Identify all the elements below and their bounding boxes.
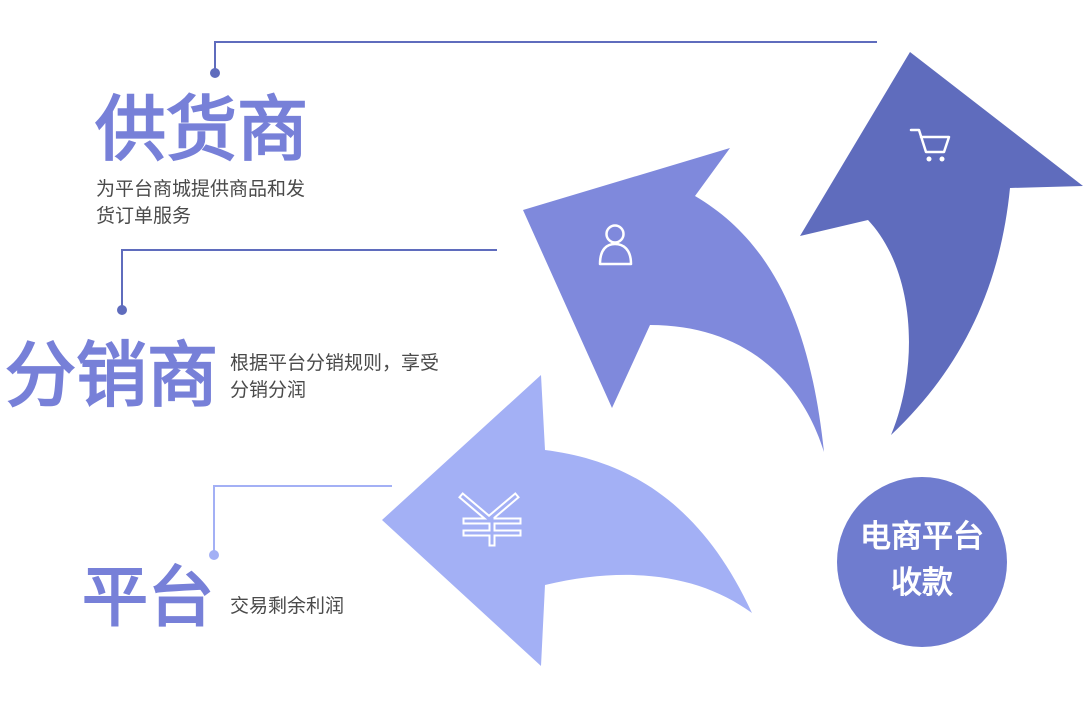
leader-distributor [117,249,497,315]
supplier-arrow [800,52,1083,435]
leader-platform [209,485,392,560]
platform-description: 交易剩余利润 [230,593,344,620]
yuan-icon [458,492,522,547]
distributor-arrow [523,148,824,452]
supplier-desc-line: 为平台商城提供商品和发 [96,178,306,200]
cart-icon [909,128,951,162]
center-label-line2: 收款 [891,565,953,601]
platform-title: 平台 [82,559,214,636]
supplier-title: 供货商 [95,88,309,171]
center-circle [837,477,1007,647]
distributor-description: 根据平台分销规则，享受 分销分润 [230,350,439,404]
supplier-description: 为平台商城提供商品和发 货订单服务 [96,176,305,230]
leader-supplier [210,41,877,78]
platform-arrow [382,375,752,666]
platform-desc-line: 交易剩余利润 [230,595,345,617]
distributor-desc-line: 分销分润 [230,379,307,401]
center-label-line1: 电商平台 [860,519,984,555]
distributor-desc-line: 根据平台分销规则，享受 [230,352,440,374]
user-icon [598,224,633,266]
supplier-desc-line: 货订单服务 [96,205,192,227]
center-label: 电商平台 收款 [838,514,1006,606]
distributor-title: 分销商 [5,334,219,417]
